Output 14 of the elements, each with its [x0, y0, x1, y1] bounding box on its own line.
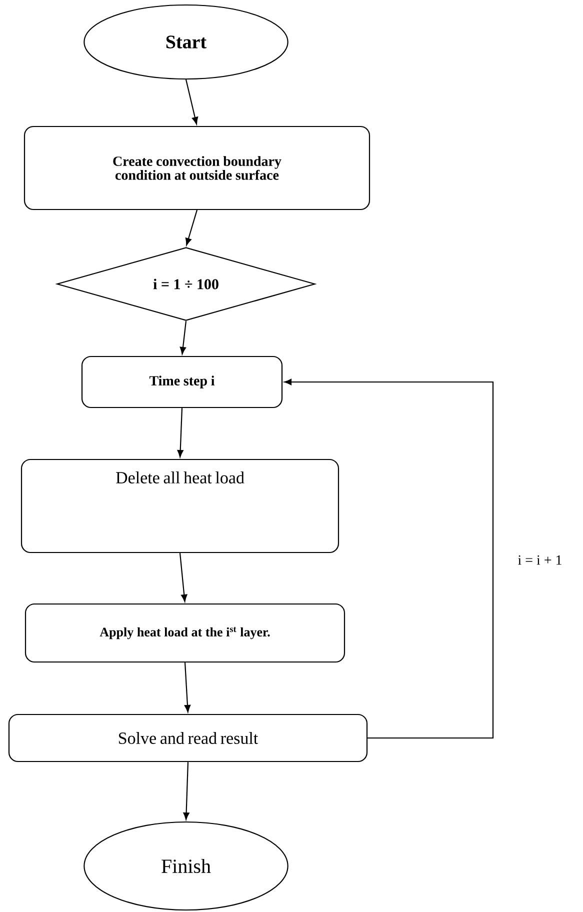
arrow: [183, 762, 190, 820]
process-box: Create convection boundary condition at outside surface: [24, 126, 370, 210]
arrow: [185, 79, 198, 124]
arrow: [284, 378, 494, 739]
arrow: [185, 210, 198, 246]
arrow: [179, 553, 188, 602]
arrow: [184, 662, 191, 712]
process-box: Delete all heat load: [20, 458, 340, 554]
arrow: [177, 408, 184, 458]
process-box: Solve and read result: [8, 714, 368, 762]
process-box: Time step i: [81, 356, 283, 408]
process-box: Apply heat load at the i$^{st}$ layer.: [24, 603, 346, 663]
edge-label: i = i + 1: [516, 553, 564, 567]
arrow: [180, 321, 187, 354]
